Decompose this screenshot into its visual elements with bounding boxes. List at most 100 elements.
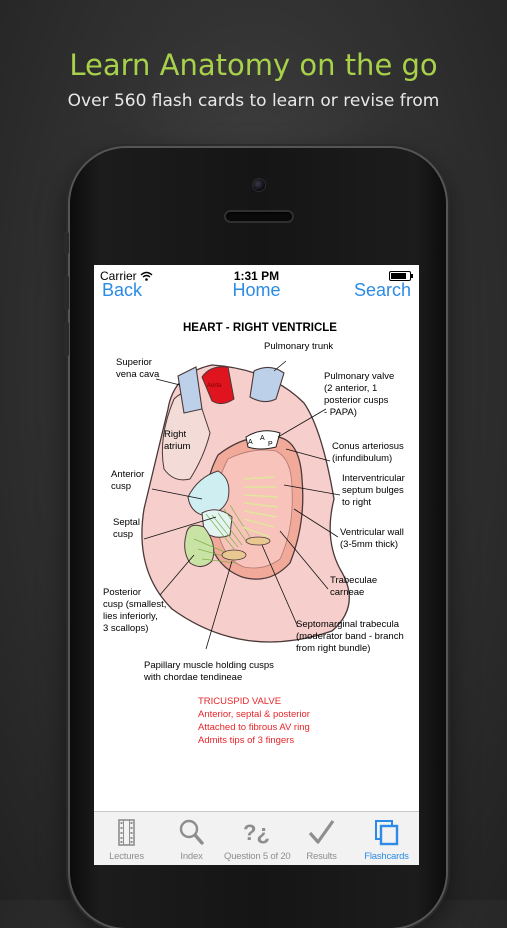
tab-label: Flashcards [364,851,409,862]
back-button[interactable]: Back [102,280,143,300]
svg-text:lies inferiorly,: lies inferiorly, [103,611,158,622]
tab-flashcards[interactable]: Flashcards [354,812,419,865]
tab-label: Question 5 of 20 [224,851,291,862]
svg-text:carneae: carneae [330,587,364,598]
magnifier-icon [179,819,204,845]
svg-text:- PAPA): - PAPA) [324,407,357,418]
svg-text:Pulmonary valve: Pulmonary valve [324,371,394,382]
septomarginal-trabecula-label: Septomarginal trabecula (moderator band … [296,619,404,654]
svg-text:cusp: cusp [113,529,133,540]
svg-text:(moderator band - branch: (moderator band - branch [296,631,404,642]
svg-text:septum bulges: septum bulges [342,485,404,496]
svg-text:with chordae tendineae: with chordae tendineae [143,672,242,683]
home-title[interactable]: Home [232,280,281,300]
superior-vena-cava-shape [177,366,203,414]
carrier-label: Carrier [100,269,153,283]
svg-text:(3-5mm thick): (3-5mm thick) [340,539,398,550]
svg-text:atrium: atrium [164,441,190,452]
trabeculae-carneae-label: Trabeculae carneae [330,575,377,598]
heart-diagram: HEART - RIGHT VENTRICLE Aorta A A P [103,322,405,746]
note-line: TRICUSPID VALVE [198,696,281,707]
interventricular-septum-label: Interventricular septum bulges to right [342,473,405,508]
valve-letter-p: P [268,441,273,448]
right-atrium-label: Right atrium [164,429,190,452]
earpiece-speaker [226,212,292,221]
tab-label: Results [306,851,337,862]
conus-arteriosus-label: Conus arteriosus (infundibulum) [332,441,404,464]
septomarginal-trabecula-shape [245,536,271,546]
svg-text:cusp (smallest,: cusp (smallest, [103,599,166,610]
anterior-cusp-label: Anterior cusp [111,469,144,492]
aorta-label: Aorta [207,383,222,389]
svg-text:cusp: cusp [111,481,131,492]
anterior-cusp-shape [187,470,230,516]
status-time: 1:31 PM [233,269,280,283]
valve-letter-a1: A [248,439,253,446]
septal-cusp-label: Septal cusp [113,517,140,540]
flashcard-content: HEART - RIGHT VENTRICLE Aorta A A P [94,309,419,811]
svg-text:Pulmonary trunk: Pulmonary trunk [264,341,333,352]
svg-text:Anterior: Anterior [111,469,144,480]
trabeculae-carneae [241,476,279,538]
svg-text:Conus arteriosus: Conus arteriosus [332,441,404,452]
svg-text:Septomarginal trabecula: Septomarginal trabecula [296,619,400,630]
svg-text:Septal: Septal [113,517,140,528]
tricuspid-notes: TRICUSPID VALVE Anterior, septal & poste… [198,696,310,746]
note-line: Anterior, septal & posterior [198,709,310,720]
battery-icon [389,271,413,281]
valve-letter-a2: A [260,435,265,442]
tab-label: Index [180,851,203,862]
aorta-shape [201,366,235,405]
svg-text:?¿: ?¿ [243,820,270,845]
note-line: Admits tips of 3 fingers [198,735,294,746]
volume-down-button [64,322,69,356]
papillary-muscle-label: Papillary muscle holding cusps with chor… [143,660,274,683]
app-screen: Carrier 1:31 PM Back Home Search HEART -… [94,265,419,865]
mute-switch [64,232,69,254]
checkmark-icon [308,820,335,844]
svg-text:Ventricular wall: Ventricular wall [340,527,404,538]
posterior-cusp-label: Posterior cusp (smallest, lies inferiorl… [103,587,166,634]
leader-lines [143,360,341,650]
tab-bar: Lectures Index ?¿ Question 5 of 20 Resul… [94,811,419,865]
svg-text:from right bundle): from right bundle) [296,643,370,654]
volume-up-button [64,276,69,310]
ventricular-wall-label: Ventricular wall (3-5mm thick) [340,527,404,550]
svg-text:vena cava: vena cava [116,369,160,380]
papillary-muscle-shape [221,549,247,561]
status-bar: Carrier 1:31 PM [94,265,419,285]
svg-text:3 scallops): 3 scallops) [103,623,148,634]
superior-vena-cava-label: Superior vena cava [116,357,160,380]
pulmonary-valve-label: Pulmonary valve (2 anterior, 1 posterior… [324,371,394,418]
svg-text:to right: to right [342,497,371,508]
question-icon: ?¿ [243,820,270,845]
svg-text:posterior cusps: posterior cusps [324,395,389,406]
tab-index[interactable]: Index [159,812,224,865]
carrier-text: Carrier [100,269,137,283]
nav-bar: Back Home Search [94,279,419,309]
flashcard-title: HEART - RIGHT VENTRICLE [183,322,337,334]
svg-text:Trabeculae: Trabeculae [330,575,377,586]
promo-subheadline: Over 560 flash cards to learn or revise … [67,91,440,111]
svg-text:Posterior: Posterior [103,587,141,598]
posterior-cusp-shape [184,524,215,567]
pulmonary-valve-shape [245,430,281,450]
pulmonary-trunk-label: Pulmonary trunk [264,341,333,352]
svg-text:Papillary muscle holding cusps: Papillary muscle holding cusps [144,660,274,671]
battery-level [391,273,407,279]
wifi-icon [140,271,153,281]
svg-text:Right: Right [164,429,187,440]
tab-lectures[interactable]: Lectures [94,812,159,865]
svg-text:Interventricular: Interventricular [342,473,405,484]
ventricular-wall-edge [214,449,293,569]
svg-text:Superior: Superior [116,357,152,368]
cards-icon [375,820,399,846]
tab-question[interactable]: ?¿ Question 5 of 20 [224,812,291,865]
film-icon [118,819,135,846]
tab-results[interactable]: Results [289,812,354,865]
front-camera-icon [253,179,265,191]
svg-text:(infundibulum): (infundibulum) [332,453,392,464]
svg-text:(2 anterior, 1: (2 anterior, 1 [324,383,377,394]
search-button[interactable]: Search [353,280,411,300]
pulmonary-trunk-shape [249,366,285,403]
